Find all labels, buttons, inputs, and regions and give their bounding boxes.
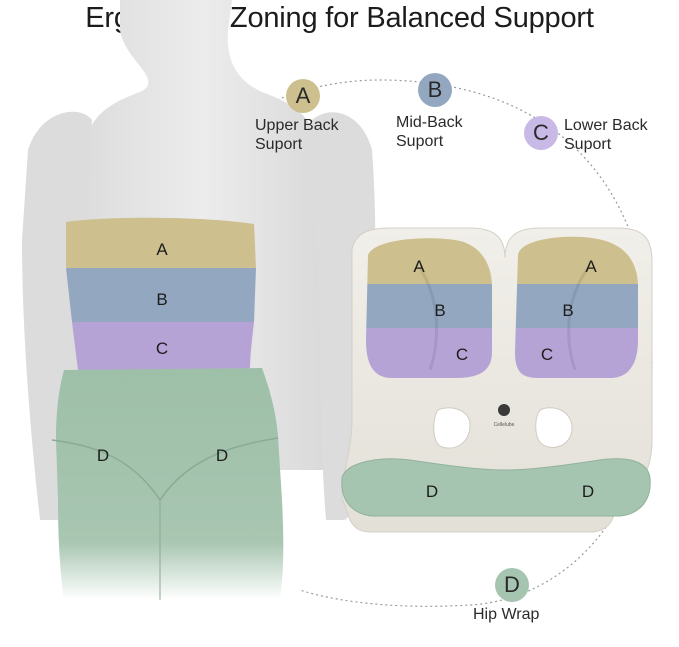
cushion-left-label-c: C bbox=[456, 345, 468, 364]
body-label-d-right: D bbox=[216, 446, 228, 465]
cushion-left-label-a: A bbox=[413, 257, 425, 276]
body-figure: A B C D D bbox=[22, 0, 376, 600]
caption-lower-back-line2: Suport bbox=[564, 136, 612, 153]
caption-hip-wrap: Hip Wrap bbox=[473, 606, 540, 623]
caption-lower-back: Lower Back Suport bbox=[564, 116, 648, 154]
caption-mid-back-line2: Suport bbox=[396, 133, 444, 150]
badge-d: D bbox=[495, 568, 529, 602]
caption-upper-back: Upper Back Suport bbox=[255, 116, 339, 154]
caption-lower-back-line1: Lower Back bbox=[564, 117, 648, 134]
body-label-d-left: D bbox=[97, 446, 109, 465]
caption-upper-back-line1: Upper Back bbox=[255, 117, 339, 134]
cushion-label-d-left: D bbox=[426, 482, 438, 501]
badge-b: B bbox=[418, 73, 452, 107]
caption-mid-back: Mid-Back Suport bbox=[396, 113, 463, 151]
caption-mid-back-line1: Mid-Back bbox=[396, 114, 463, 131]
guide-arc bbox=[174, 79, 653, 607]
cushion-left-label-b: B bbox=[434, 301, 445, 320]
cushion-figure: Cellelube A B C A B C D D bbox=[341, 227, 653, 533]
body-label-c: C bbox=[156, 339, 168, 358]
cushion-label-d-right: D bbox=[582, 482, 594, 501]
caption-upper-back-line2: Suport bbox=[255, 136, 303, 153]
badge-a: A bbox=[286, 79, 320, 113]
body-label-a: A bbox=[156, 240, 168, 259]
badge-c: C bbox=[524, 116, 558, 150]
cushion-right-label-a: A bbox=[585, 257, 597, 276]
brand-logo-text: Cellelube bbox=[494, 422, 515, 428]
cushion-right-label-c: C bbox=[541, 345, 553, 364]
cushion-right-label-b: B bbox=[562, 301, 573, 320]
body-label-b: B bbox=[156, 290, 167, 309]
